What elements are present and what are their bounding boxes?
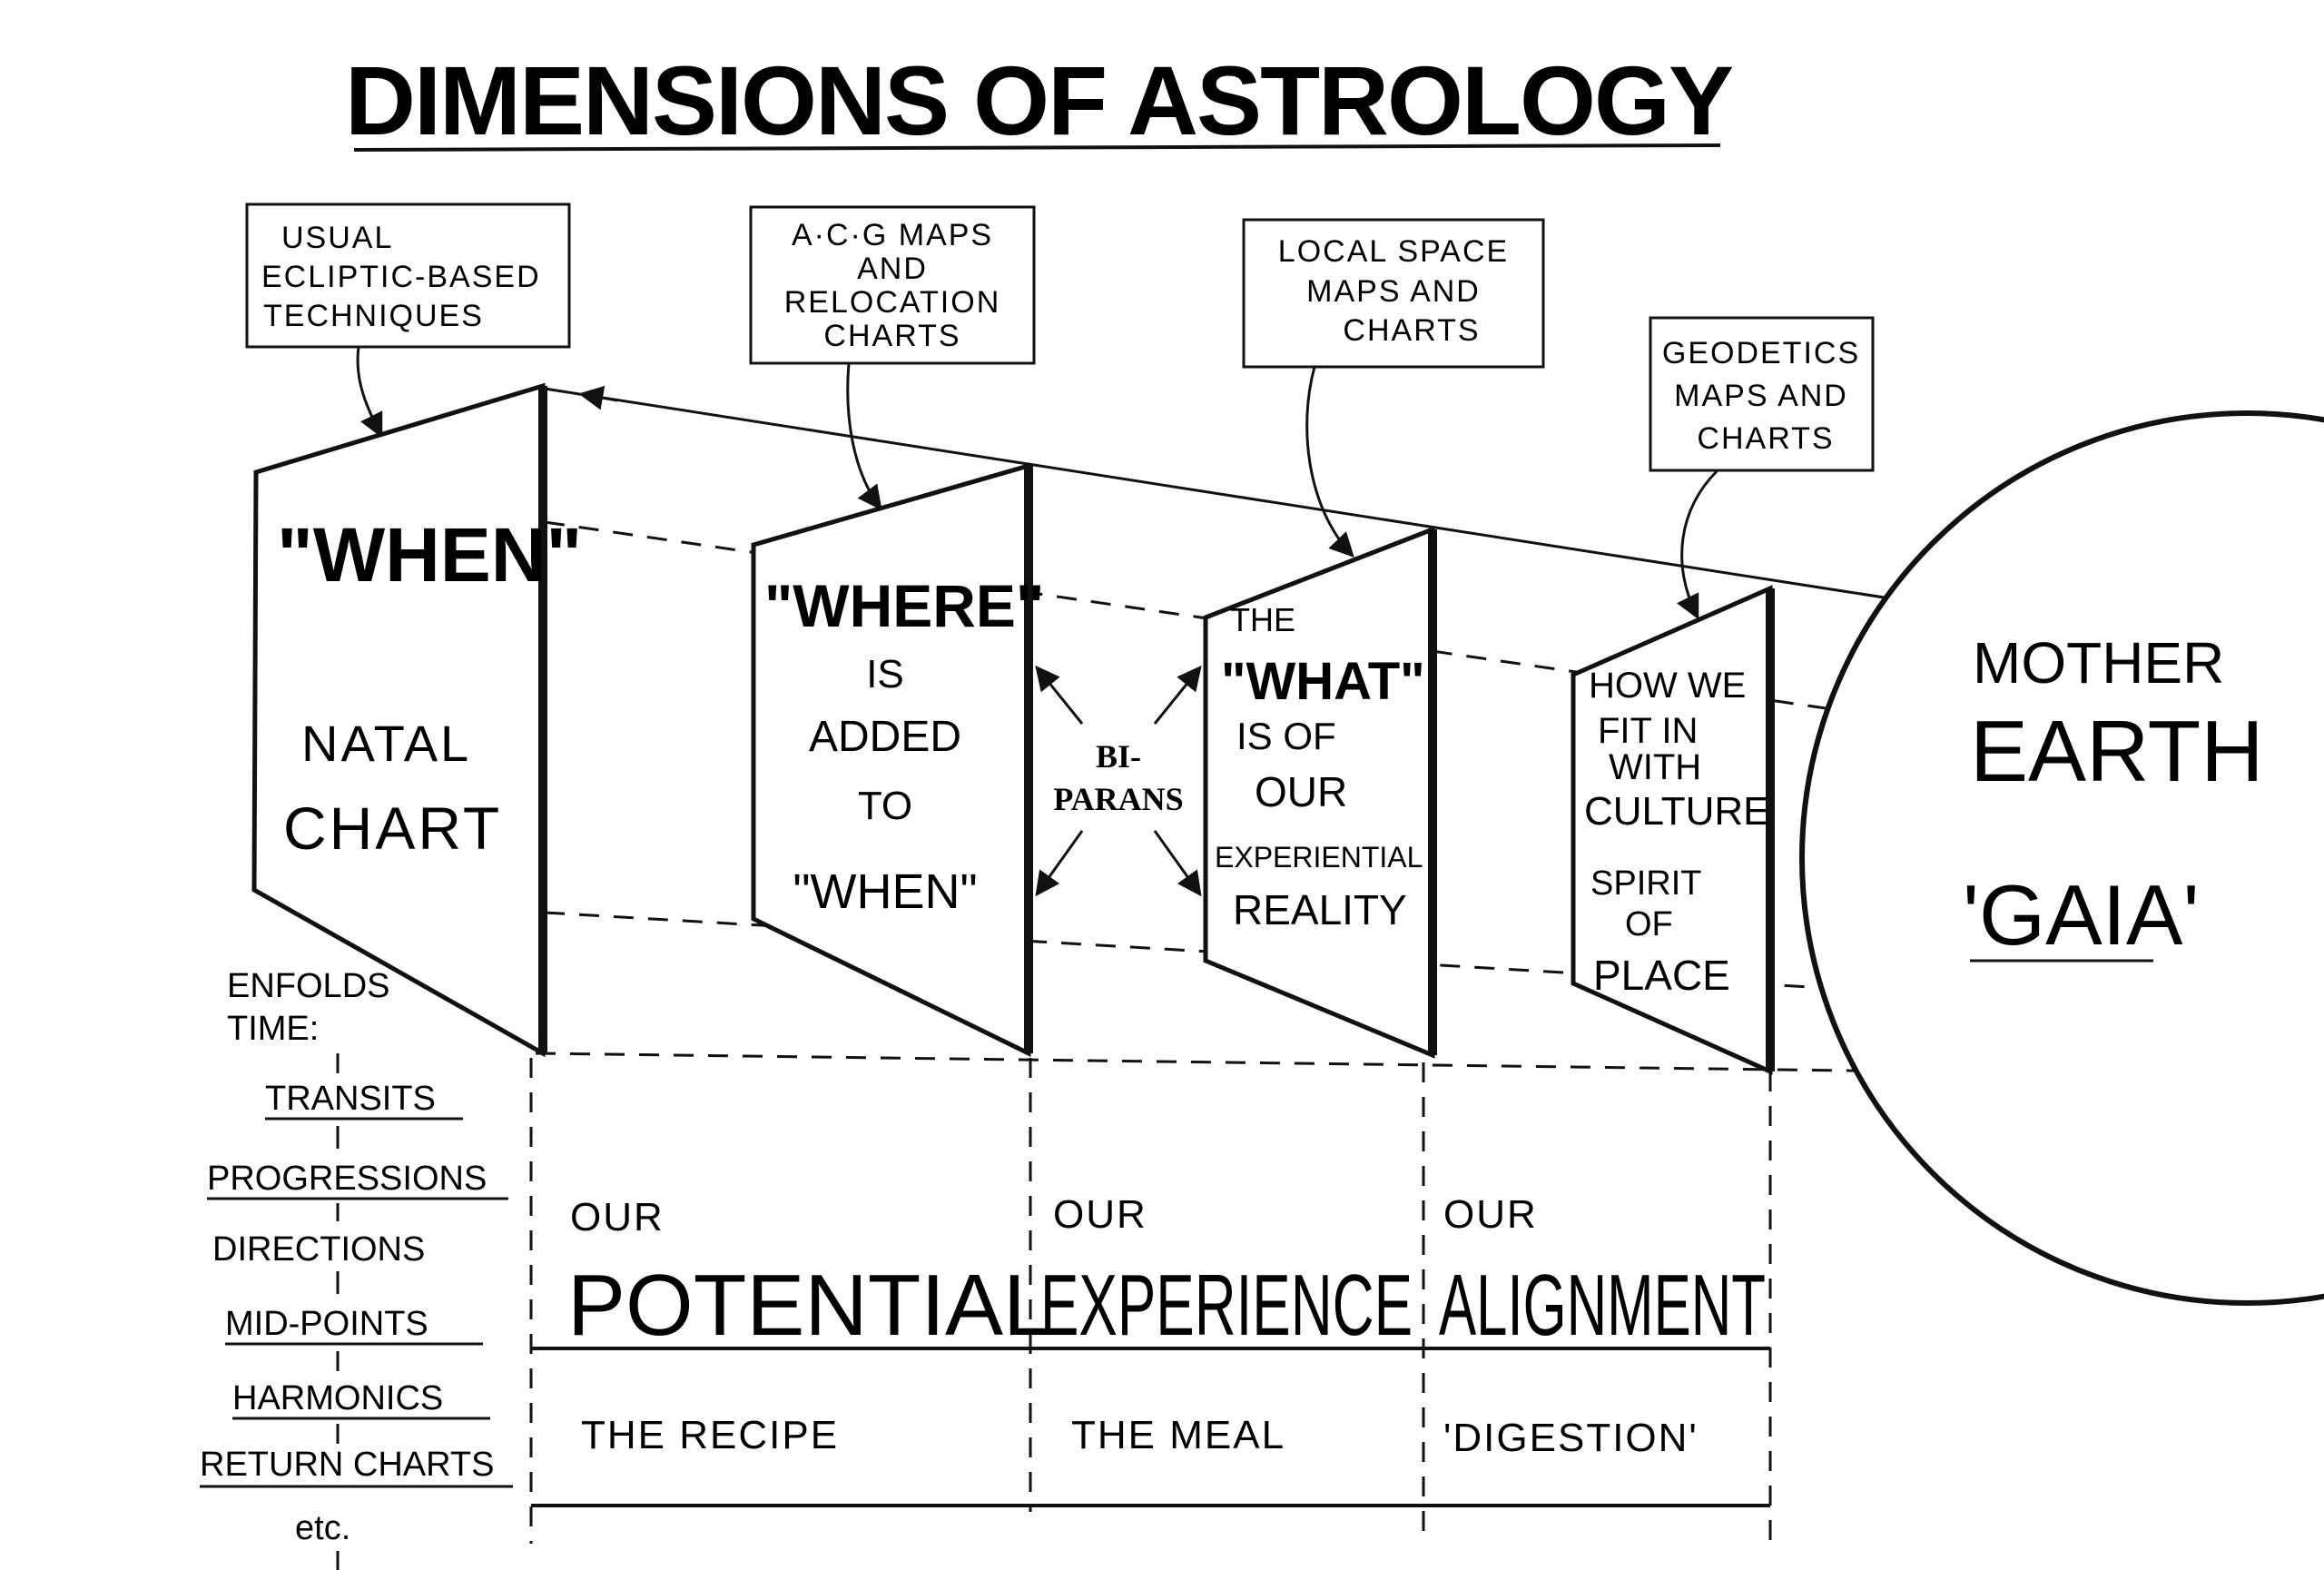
arrow-to-when-panel (578, 385, 618, 410)
svg-text:OUR: OUR (1053, 1192, 1147, 1237)
svg-text:OUR: OUR (570, 1195, 665, 1239)
arrow-acg-to-where (846, 362, 882, 511)
where-heading: "WHERE" (764, 572, 1044, 639)
column-potential: OUR POTENTIAL THE RECIPE (567, 1195, 1051, 1457)
svg-text:"WHEN": "WHEN" (793, 864, 977, 919)
svg-text:FIT IN: FIT IN (1598, 711, 1698, 751)
svg-text:THE RECIPE: THE RECIPE (581, 1413, 839, 1457)
svg-text:IS OF: IS OF (1236, 715, 1336, 757)
svg-text:PLACE: PLACE (1593, 952, 1730, 999)
panel-when: "WHEN" NATAL CHART (251, 382, 582, 1058)
alignment-word: ALIGNMENT (1439, 1257, 1766, 1354)
potential-word: POTENTIAL (567, 1257, 1051, 1354)
svg-text:RELOCATION: RELOCATION (784, 285, 1001, 320)
item-transits: TRANSITS (265, 1080, 436, 1118)
svg-text:OF: OF (1625, 905, 1673, 943)
when-heading: "WHEN" (277, 512, 582, 597)
svg-text:CHART: CHART (283, 795, 502, 862)
earth-line-mother: MOTHER (1973, 630, 2224, 696)
svg-text:ADDED: ADDED (809, 713, 961, 761)
arrow-ecliptic-to-when (356, 346, 383, 439)
svg-text:AND: AND (857, 252, 928, 286)
svg-text:IS: IS (866, 652, 904, 696)
svg-text:ENFOLDS: ENFOLDS (227, 967, 389, 1005)
item-directions: DIRECTIONS (212, 1230, 425, 1269)
arrow-geodetics-to-how (1677, 469, 1719, 620)
svg-text:GEODETICS: GEODETICS (1662, 336, 1860, 370)
svg-text:USUAL: USUAL (281, 221, 393, 255)
svg-text:HOW WE: HOW WE (1589, 666, 1746, 706)
svg-text:SPIRIT: SPIRIT (1590, 864, 1701, 903)
svg-text:LOCAL SPACE: LOCAL SPACE (1278, 234, 1509, 269)
svg-text:CULTURE: CULTURE (1584, 789, 1770, 834)
item-return-charts: RETURN CHARTS (200, 1446, 494, 1484)
enfolds-time-list: ENFOLDS TIME: TRANSITS PROGRESSIONS DIRE… (200, 967, 513, 1570)
svg-text:EXPERIENTIAL: EXPERIENTIAL (1215, 841, 1423, 874)
svg-text:CHARTS: CHARTS (823, 319, 960, 353)
svg-text:BI-: BI- (1096, 738, 1141, 775)
experience-word: EXPERIENCE (1040, 1257, 1413, 1354)
svg-text:TECHNIQUES: TECHNIQUES (263, 299, 484, 333)
column-experience: OUR EXPERIENCE THE MEAL (1040, 1192, 1413, 1457)
earth-line-earth: EARTH (1970, 703, 2264, 800)
item-mid-points: MID-POINTS (225, 1305, 428, 1343)
svg-text:CHARTS: CHARTS (1343, 313, 1480, 348)
earth-line-gaia: 'GAIA' (1963, 867, 2200, 963)
svg-text:ECLIPTIC-BASED: ECLIPTIC-BASED (261, 260, 541, 294)
column-alignment: OUR ALIGNMENT 'DIGESTION' (1439, 1192, 1766, 1460)
mother-earth: MOTHER EARTH 'GAIA' (1799, 410, 2324, 1306)
svg-text:NATAL: NATAL (301, 715, 471, 772)
svg-text:MAPS AND: MAPS AND (1306, 274, 1481, 309)
svg-text:A·C·G MAPS: A·C·G MAPS (792, 218, 993, 252)
item-progressions: PROGRESSIONS (207, 1160, 487, 1198)
svg-text:REALITY: REALITY (1233, 886, 1407, 933)
item-etc: etc. (295, 1509, 350, 1547)
local-space-label-box: LOCAL SPACE MAPS AND CHARTS (1242, 218, 1545, 369)
title-underline (353, 143, 1721, 152)
biparans-cross: BI- PARANS (1035, 665, 1202, 897)
svg-text:CHARTS: CHARTS (1697, 421, 1834, 456)
panel-how-we-fit: HOW WE FIT IN WITH CULTURE SPIRIT OF PLA… (1571, 585, 1775, 1075)
svg-text:OUR: OUR (1443, 1192, 1538, 1237)
diagram-title: DIMENSIONS OF ASTROLOGY (345, 45, 1733, 155)
svg-text:'DIGESTION': 'DIGESTION' (1443, 1416, 1699, 1460)
svg-text:TO: TO (858, 784, 912, 828)
svg-text:MAPS AND: MAPS AND (1674, 379, 1848, 413)
panel-what: THE "WHAT" IS OF OUR EXPERIENTIAL REALIT… (1203, 526, 1437, 1059)
arrow-local-to-what (1305, 366, 1354, 558)
svg-text:PARANS: PARANS (1053, 781, 1183, 817)
svg-text:TIME:: TIME: (227, 1010, 319, 1048)
top-connector-line (544, 387, 1925, 606)
svg-text:THE MEAL: THE MEAL (1071, 1413, 1285, 1457)
ecliptic-label-box: USUAL ECLIPTIC-BASED TECHNIQUES (245, 202, 571, 349)
item-harmonics: HARMONICS (232, 1379, 443, 1417)
panel-where: "WHERE" IS ADDED TO "WHEN" (751, 462, 1044, 1058)
svg-text:THE: THE (1230, 601, 1295, 638)
svg-text:WITH: WITH (1609, 747, 1701, 787)
svg-text:"WHAT": "WHAT" (1221, 652, 1425, 711)
acg-label-box: A·C·G MAPS AND RELOCATION CHARTS (749, 205, 1036, 365)
svg-text:OUR: OUR (1255, 768, 1347, 815)
geodetics-label-box: GEODETICS MAPS AND CHARTS (1649, 316, 1875, 472)
